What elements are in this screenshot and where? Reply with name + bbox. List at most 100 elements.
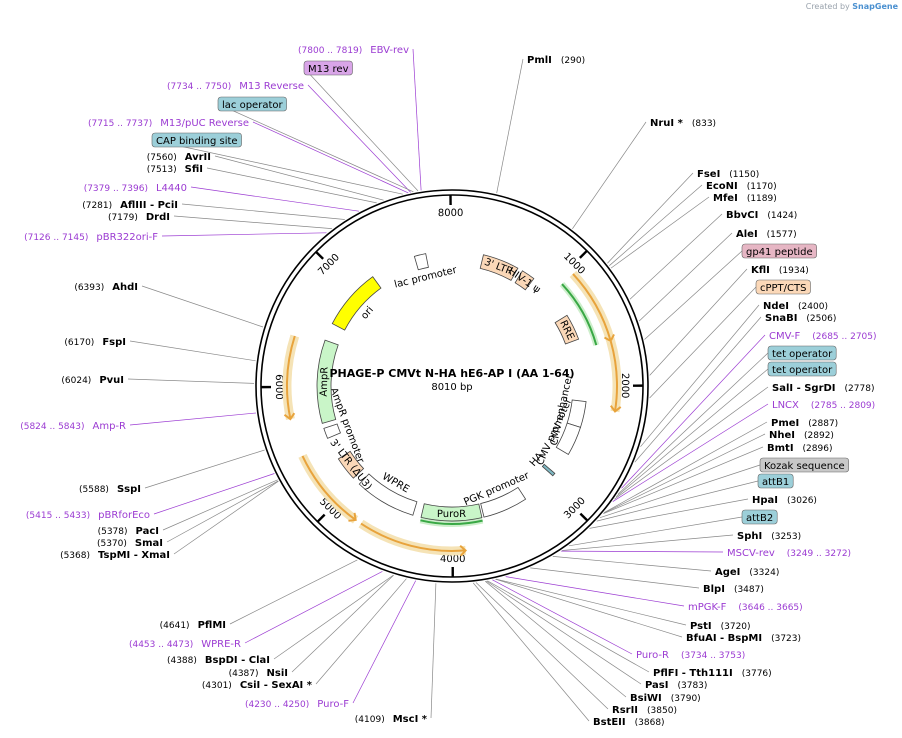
leader-line — [244, 571, 383, 644]
feature-tag-kozak-sequence: Kozak sequence — [759, 457, 850, 473]
leader-line — [615, 368, 769, 498]
feature-tag-cap-binding-site: CAP binding site — [151, 132, 242, 148]
leader-line — [640, 304, 760, 447]
site-position: (3850) — [647, 706, 677, 716]
enzyme-ndei: NdeI — [763, 301, 789, 312]
leader-line — [596, 480, 759, 522]
feature-puror — [420, 503, 483, 522]
feature-tag-box — [755, 279, 811, 295]
leader-line — [634, 316, 762, 463]
leader-line — [153, 473, 275, 515]
leader-line — [475, 582, 609, 710]
enzyme-ahdi: AhdI — [112, 282, 138, 293]
feature-tag-label: attB1 — [762, 477, 789, 488]
enzyme-kfli: KflI — [751, 265, 770, 276]
leader-line — [609, 184, 703, 266]
feature-tag-attb1: attB1 — [757, 473, 794, 489]
site-position: (2887) — [808, 419, 838, 429]
leader-line — [190, 186, 360, 212]
leader-line — [484, 580, 627, 698]
leader-line — [614, 386, 769, 500]
site-position: (2506) — [806, 314, 836, 324]
feature-tag-box — [741, 243, 817, 259]
site-position: (3790) — [671, 694, 701, 704]
primer-amp-r: Amp-R — [93, 421, 127, 432]
leader-line — [644, 250, 743, 340]
feature-ha — [541, 463, 556, 477]
site-position: (4301) — [202, 681, 232, 691]
leader-line — [162, 479, 278, 531]
primer-lncx: LNCX — [772, 400, 799, 411]
leader-line — [291, 574, 394, 673]
orf-line — [609, 340, 618, 412]
enzyme-bsiwi: BsiWI — [630, 693, 662, 704]
enzyme-fsei: FseI — [697, 169, 720, 180]
site-position: (3776) — [742, 669, 772, 679]
leader-line — [161, 232, 327, 237]
leader-line — [412, 48, 422, 191]
enzyme-hpai: HpaI — [752, 495, 778, 506]
leader-line — [173, 480, 279, 555]
enzyme-nrui: NruI * — [650, 118, 684, 129]
site-position: (833) — [692, 119, 716, 129]
leader-line — [568, 516, 743, 547]
leader-line — [638, 232, 733, 322]
enzyme-pflfi-tth111i: PflFI - Tth111I — [653, 668, 733, 679]
leader-line — [572, 121, 647, 229]
leader-line — [252, 121, 409, 194]
site-position: (3783) — [677, 681, 707, 691]
leader-line — [607, 172, 694, 264]
primer-puro-r: Puro-R — [636, 650, 669, 661]
orf-line — [360, 522, 466, 552]
feature-tag-label: CAP binding site — [156, 136, 238, 147]
primer-l4440: L4440 — [156, 183, 187, 194]
site-position: (5378) — [98, 527, 128, 537]
enzyme-csii-sexai: CsiI - SexAI * — [240, 680, 313, 691]
primer-cmv-f: CMV-F — [769, 331, 800, 342]
enzyme-agei: AgeI — [715, 567, 740, 578]
site-position: (2892) — [804, 431, 834, 441]
green-orf-line — [420, 519, 483, 525]
site-position: (5370) — [97, 539, 127, 549]
enzyme-bfuai-bspmi: BfuAI - BspMI — [686, 633, 762, 644]
primer-mscv-rev: MSCV-rev — [727, 548, 775, 559]
orf-arrowhead — [609, 405, 622, 413]
enzyme-blpi: BlpI — [703, 584, 725, 595]
enzyme-msci: MscI * — [393, 714, 428, 725]
feature-tag-label: attB2 — [746, 513, 773, 524]
enzyme-bsteii: BstEII — [593, 717, 626, 728]
leader-line — [181, 203, 345, 220]
primer-position: (3249 .. 3272) — [787, 549, 851, 559]
feature-tag-label: gp41 peptide — [746, 247, 813, 258]
enzyme-smai: SmaI — [135, 538, 163, 549]
leader-line — [599, 464, 761, 519]
enzyme-pasi: PasI — [645, 680, 668, 691]
enzyme-sphi: SphI — [737, 531, 762, 542]
feature-tag-lac-operator: lac operator — [217, 96, 287, 112]
site-position: (4387) — [229, 669, 259, 679]
tick-mark — [579, 512, 589, 522]
leader-line — [144, 449, 265, 489]
enzyme-pflmi: PflMI — [198, 620, 226, 631]
watermark-brand: SnapGene — [852, 2, 898, 11]
leader-line — [166, 480, 279, 543]
feature-label: AmpR — [319, 367, 331, 397]
primer-position: (2685 .. 2705) — [812, 332, 876, 342]
leader-line — [589, 498, 749, 529]
leader-line — [495, 578, 683, 638]
backbone-outer — [255, 189, 649, 583]
labels: PmlI(290)NruI *(833)FseI(1150)EcoNI(1170… — [20, 45, 876, 728]
enzyme-fspi: FspI — [102, 337, 126, 348]
enzyme-alei: AleI — [736, 229, 758, 240]
leader-line — [495, 578, 687, 626]
feature-tag-label: lac operator — [222, 100, 283, 111]
tick-mark — [316, 513, 326, 523]
feature-tag-label: M13 rev — [308, 64, 349, 75]
primer-position: (3734 .. 3753) — [681, 651, 745, 661]
feature-ampr — [316, 339, 339, 424]
primer-position: (7734 .. 7750) — [167, 82, 231, 92]
feature-tag-cppt-cts: cPPT/CTS — [755, 279, 811, 295]
site-position: (1577) — [767, 230, 797, 240]
site-position: (4388) — [167, 656, 197, 666]
primer-position: (3646 .. 3665) — [738, 603, 802, 613]
